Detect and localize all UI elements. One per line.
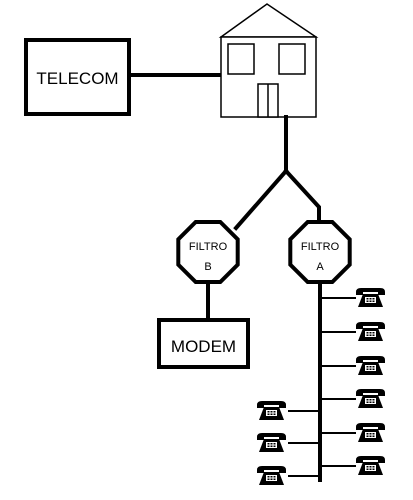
filter-b-node: FILTRO B (176, 220, 240, 284)
telephone-icon (257, 401, 286, 420)
filter-b-label-line2: B (204, 261, 211, 273)
telecom-box (24, 38, 131, 116)
telephone-icon (356, 356, 385, 375)
telecom-label: TELECOM (36, 69, 118, 88)
filter-a-label-line2: A (316, 261, 324, 273)
phones-left (257, 401, 286, 485)
telephone-icon (356, 423, 385, 442)
phone-branches (288, 297, 356, 477)
filter-a-octagon (288, 220, 352, 284)
house-wiring (233, 115, 321, 231)
telephone-icon (257, 466, 286, 485)
house-window-left (227, 43, 255, 75)
filter-a-label-line1: FILTRO (301, 241, 340, 253)
telephone-icon (356, 288, 385, 307)
modem-label: MODEM (171, 337, 236, 356)
filter-a-node: FILTRO A (288, 220, 352, 284)
phones-right (356, 288, 385, 475)
house-roof (218, 3, 319, 38)
telephone-icon (356, 456, 385, 475)
telephone-icon (257, 433, 286, 452)
filter-b-label-line1: FILTRO (189, 241, 228, 253)
house-window-right (278, 43, 306, 75)
telephone-icon (356, 322, 385, 341)
telecom-node: TELECOM (24, 38, 131, 116)
house-icon (218, 3, 319, 118)
filter-b-octagon (176, 220, 240, 284)
modem-node: MODEM (157, 318, 250, 369)
telephone-icon (356, 389, 385, 408)
modem-box (157, 318, 250, 369)
